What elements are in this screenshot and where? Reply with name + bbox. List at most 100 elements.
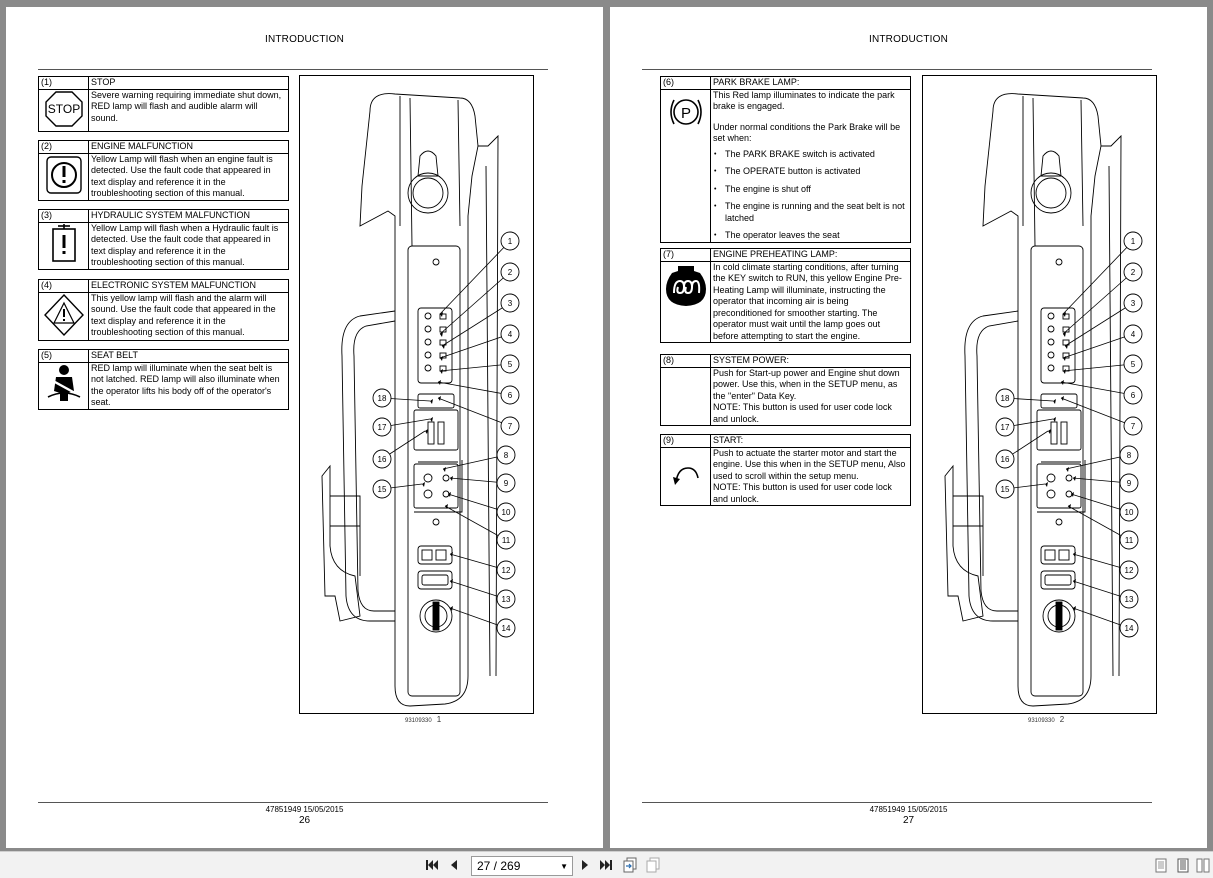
- callout-circle: [1123, 231, 1143, 251]
- callout-number: 6: [1131, 391, 1136, 400]
- callout-circle: [496, 502, 516, 522]
- callout-number: 1: [508, 237, 513, 246]
- callout-circle: [1119, 473, 1139, 493]
- previous-page-icon[interactable]: [447, 856, 461, 874]
- lamp-description: RED lamp will illuminate when the seat b…: [88, 361, 289, 410]
- lamp-title: ENGINE MALFUNCTION: [88, 140, 289, 154]
- lamp-table-electronic-malfunction: (4)ELECTRONIC SYSTEM MALFUNCTION This ye…: [38, 279, 289, 341]
- callout-number: 3: [508, 299, 513, 308]
- callout-circle: [1123, 324, 1143, 344]
- callout-number: 14: [502, 624, 511, 633]
- list-item: The PARK BRAKE switch is activated: [713, 149, 908, 161]
- lamp-intro: This Red lamp illuminates to indicate th…: [713, 89, 895, 112]
- stop-sign-icon: STOP: [38, 88, 89, 132]
- next-page-icon[interactable]: [578, 856, 592, 874]
- lamp-description: In cold climate starting conditions, aft…: [710, 260, 911, 343]
- callout-number: 11: [1125, 536, 1134, 545]
- callout-number: 13: [1125, 595, 1134, 604]
- list-item: The OPERATE button is activated: [713, 166, 908, 178]
- callout-number: 7: [1131, 422, 1136, 431]
- chevron-down-icon[interactable]: ▼: [560, 861, 568, 871]
- lamp-number: (2): [38, 140, 89, 154]
- page-indicator: 27 / 269: [477, 859, 521, 873]
- preheat-coil-icon: [660, 260, 711, 343]
- first-page-icon[interactable]: [424, 856, 440, 874]
- lamp-number: (6): [660, 76, 711, 90]
- callout-number: 5: [1131, 360, 1136, 369]
- lamp-table-seat-belt: (5)SEAT BELT RED lamp will illuminate wh…: [38, 349, 289, 410]
- callout-number: 10: [502, 508, 511, 517]
- page-header: INTRODUCTION: [264, 34, 345, 45]
- continuous-view-icon[interactable]: [1175, 856, 1191, 874]
- header-rule: [642, 69, 1152, 70]
- lamp-number: (1): [38, 76, 89, 90]
- lamp-title: START:: [710, 434, 911, 448]
- page-number-input[interactable]: 27 / 269 ▼: [471, 856, 573, 876]
- callout-circle: [995, 388, 1015, 408]
- last-page-icon[interactable]: [598, 856, 614, 874]
- viewer-toolbar: 27 / 269 ▼: [0, 851, 1213, 878]
- figure-reference: 93109330 2: [1028, 715, 1065, 724]
- callout-circle: [496, 473, 516, 493]
- svg-text:P: P: [680, 105, 690, 122]
- lamp-title: HYDRAULIC SYSTEM MALFUNCTION: [88, 209, 289, 223]
- callout-number: 3: [1131, 299, 1136, 308]
- callout-number: 5: [508, 360, 513, 369]
- header-rule: [38, 69, 548, 70]
- callout-number: 17: [378, 423, 387, 432]
- lamp-description: Yellow Lamp will flash when an engine fa…: [88, 152, 289, 201]
- lamp-number: (5): [38, 349, 89, 363]
- two-page-view-icon[interactable]: [1195, 856, 1211, 874]
- callout-circle: [372, 388, 392, 408]
- lamp-description: This yellow lamp will flash and the alar…: [88, 291, 289, 341]
- callout-number: 18: [378, 394, 387, 403]
- callout-circle: [1123, 416, 1143, 436]
- lamp-description: Severe warning requiring immediate shut …: [88, 88, 289, 132]
- lamp-title: STOP: [88, 76, 289, 90]
- right-page: INTRODUCTION (6)PARK BRAKE LAMP: P This …: [610, 7, 1207, 848]
- callout-circle: [500, 293, 520, 313]
- rotate-icon[interactable]: [644, 856, 662, 874]
- callout-circle: [1119, 560, 1139, 580]
- page-number: 27: [902, 815, 915, 826]
- callout-circle: [372, 479, 392, 499]
- lamp-title: ELECTRONIC SYSTEM MALFUNCTION: [88, 279, 289, 293]
- callout-circle: [500, 385, 520, 405]
- lamp-description: This Red lamp illuminates to indicate th…: [710, 88, 911, 243]
- callout-number: 15: [1001, 485, 1010, 494]
- footer-rule: [38, 802, 548, 803]
- list-item: The engine is shut off: [713, 184, 908, 196]
- callout-number: 2: [508, 268, 513, 277]
- callout-circle: [1123, 385, 1143, 405]
- list-item: The engine is running and the seat belt …: [713, 201, 908, 224]
- fit-page-icon[interactable]: [621, 856, 639, 874]
- callout-number: 16: [378, 455, 387, 464]
- lamp-description: Yellow Lamp will flash when a Hydraulic …: [88, 221, 289, 270]
- lamp-table-stop: (1)STOP STOP Severe warning requiring im…: [38, 76, 289, 132]
- park-brake-icon: P: [660, 88, 711, 243]
- footer-rule: [642, 802, 1152, 803]
- lamp-number: (3): [38, 209, 89, 223]
- callout-number: 9: [504, 479, 509, 488]
- callout-circle: [496, 618, 516, 638]
- callout-circle: [500, 231, 520, 251]
- lamp-table-engine-malfunction: (2)ENGINE MALFUNCTION Yellow Lamp will f…: [38, 140, 289, 201]
- callout-circle: [500, 262, 520, 282]
- callout-circle: [1123, 293, 1143, 313]
- page-header: INTRODUCTION: [868, 34, 949, 45]
- callout-circle: [995, 449, 1015, 469]
- system-power-icon-cell: [660, 366, 711, 426]
- callout-number: 2: [1131, 268, 1136, 277]
- lamp-title: SEAT BELT: [88, 349, 289, 363]
- lamp-subtext: Under normal conditions the Park Brake w…: [713, 121, 901, 144]
- callout-number: 16: [1001, 455, 1010, 464]
- single-page-view-icon[interactable]: [1153, 856, 1169, 874]
- start-arrow-icon: [660, 446, 711, 506]
- callout-circle: [496, 530, 516, 550]
- left-page: INTRODUCTION (1)STOP STOP Severe warning…: [6, 7, 603, 848]
- list-item: The operator leaves the seat: [713, 230, 908, 242]
- callout-circle: [995, 417, 1015, 437]
